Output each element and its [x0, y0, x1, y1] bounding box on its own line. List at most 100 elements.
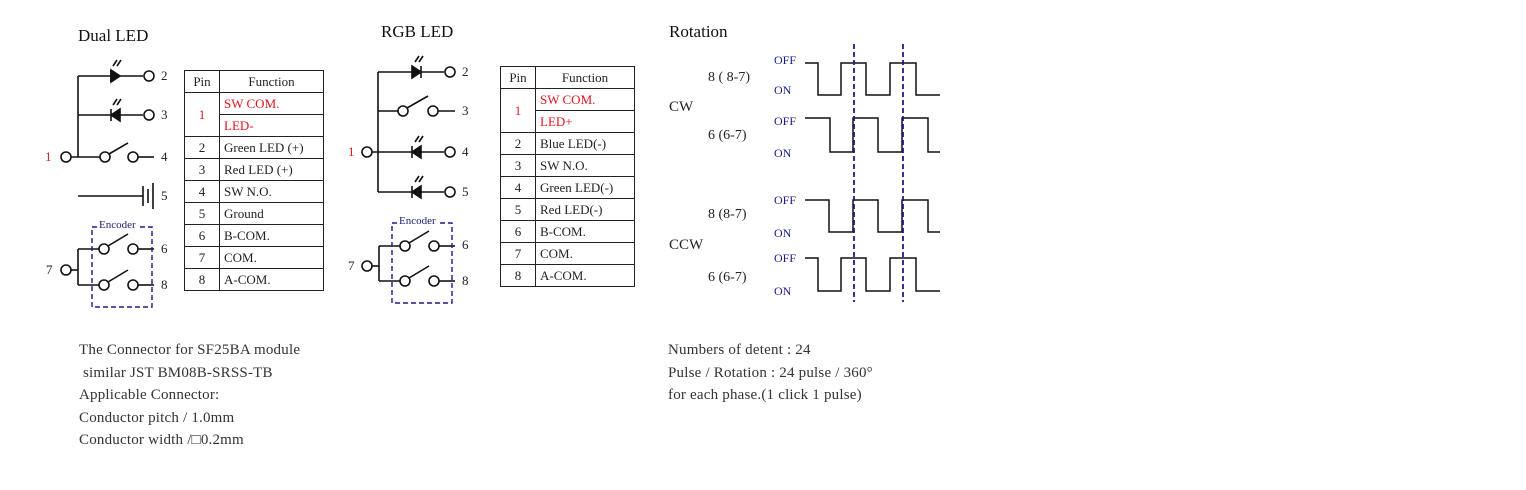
function-cell: A-COM.	[219, 268, 324, 291]
on-state-label: ON	[774, 83, 792, 97]
dual-pin-1-label: 1	[45, 149, 52, 164]
function-cell: LED+	[535, 110, 635, 133]
rotation-title: Rotation	[669, 22, 728, 41]
note-line: similar JST BM08B-SRSS-TB	[79, 364, 273, 381]
table-row: 1 SW COM.	[184, 92, 324, 137]
function-cell: B-COM.	[535, 220, 635, 243]
pin-cell: 2	[500, 132, 536, 155]
function-header: Function	[535, 66, 635, 89]
function-header: Function	[219, 70, 324, 93]
dual-pin-6-label: 6	[161, 241, 168, 256]
function-cell: Green LED (+)	[219, 136, 324, 159]
rgb-pin-3-label: 3	[462, 103, 469, 118]
function-cell: Blue LED(-)	[535, 132, 635, 155]
table-row: 1 SW COM.	[500, 88, 635, 133]
connector-note: The Connector for SF25BA module similar …	[79, 339, 300, 452]
dual-pin-5-label: 5	[161, 188, 168, 203]
signal-name: 6 (6-7)	[708, 128, 747, 143]
pin-header: Pin	[184, 70, 220, 93]
function-cell: COM.	[535, 242, 635, 265]
off-state-label: OFF	[774, 193, 797, 207]
dual-pin-2-label: 2	[161, 68, 168, 83]
off-state-label: OFF	[774, 114, 797, 128]
function-cell: LED-	[219, 114, 324, 137]
function-cell: Green LED(-)	[535, 176, 635, 199]
on-state-label: ON	[774, 226, 792, 240]
function-cell: SW N.O.	[219, 180, 324, 203]
note-line: Conductor width /□0.2mm	[79, 432, 244, 448]
pin-cell: 4	[500, 176, 536, 199]
on-state-label: ON	[774, 284, 792, 298]
rgb-pin-4-label: 4	[462, 144, 469, 159]
pin-header: Pin	[500, 66, 536, 89]
cw-label: CW	[669, 99, 694, 115]
note-line: The Connector for SF25BA module	[79, 342, 301, 358]
pin-cell: 4	[184, 180, 220, 203]
pin-1-cell: 1	[184, 92, 220, 137]
pin-1-cell: 1	[500, 88, 536, 133]
on-state-label: ON	[774, 146, 792, 160]
signal-name: 6 (6-7)	[708, 270, 747, 285]
pin-cell: 5	[500, 198, 536, 221]
dual-pin-4-label: 4	[161, 149, 168, 164]
pin-cell: 7	[500, 242, 536, 265]
pin-cell: 6	[500, 220, 536, 243]
note-line: Pulse / Rotation : 24 pulse / 360°	[668, 364, 873, 381]
dual-pin-8-label: 8	[161, 277, 168, 292]
function-cell: B-COM.	[219, 224, 324, 247]
off-state-label: OFF	[774, 251, 797, 265]
table-header-row: Pin Function	[184, 70, 324, 93]
pin-cell: 8	[500, 264, 536, 287]
function-cell: SW N.O.	[535, 154, 635, 177]
rgb-pin-7-label: 7	[348, 258, 355, 273]
pin-cell: 3	[184, 158, 220, 181]
function-cell: A-COM.	[535, 264, 635, 287]
ccw-label: CCW	[669, 237, 704, 253]
signal-name: 8 (8-7)	[708, 207, 747, 222]
function-cell: Ground	[219, 202, 324, 225]
dual-led-title: Dual LED	[78, 26, 149, 45]
pin-cell: 3	[500, 154, 536, 177]
dual-pin-3-label: 3	[161, 107, 168, 122]
rgb-pin-6-label: 6	[462, 237, 469, 252]
note-line: Applicable Connector:	[79, 387, 220, 403]
pin-cell: 2	[184, 136, 220, 159]
rgb-led-title: RGB LED	[381, 22, 454, 41]
rgb-encoder-label: Encoder	[397, 215, 438, 227]
dual-encoder-label: Encoder	[97, 219, 138, 231]
rgb-pin-5-label: 5	[462, 184, 469, 199]
rgb-pin-1-label: 1	[348, 144, 355, 159]
function-cell: Red LED(-)	[535, 198, 635, 221]
note-line: Conductor pitch / 1.0mm	[79, 409, 235, 426]
dual-pin-7-label: 7	[46, 262, 53, 277]
note-line: for each phase.(1 click 1 pulse)	[668, 387, 862, 403]
pin-cell: 5	[184, 202, 220, 225]
rotation-note: Numbers of detent : 24 Pulse / Rotation …	[668, 339, 873, 407]
rgb-pin-2-label: 2	[462, 64, 469, 79]
function-cell: SW COM.	[535, 88, 635, 111]
signal-name: 8 ( 8-7)	[708, 70, 750, 85]
function-cell: Red LED (+)	[219, 158, 324, 181]
pin-cell: 8	[184, 268, 220, 291]
off-state-label: OFF	[774, 53, 797, 67]
function-cell: SW COM.	[219, 92, 324, 115]
note-line: Numbers of detent : 24	[668, 342, 811, 358]
pin-cell: 7	[184, 246, 220, 269]
table-header-row: Pin Function	[500, 66, 635, 89]
